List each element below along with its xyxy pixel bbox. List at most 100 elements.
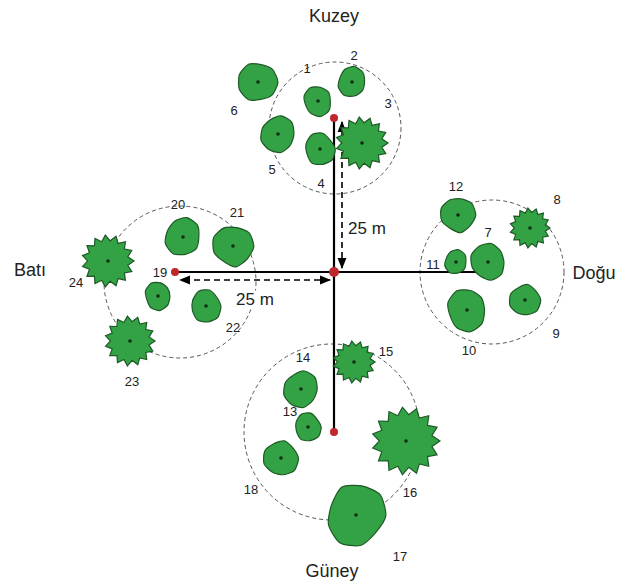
tree-number: 13 [283, 405, 297, 418]
tree-crown [338, 66, 364, 96]
tree-center [528, 226, 532, 230]
tree-crown [296, 413, 321, 441]
tree-center [231, 244, 235, 248]
tree-center [299, 387, 303, 391]
tree-crown [261, 116, 294, 153]
tree-center [256, 80, 260, 84]
plot-point [171, 268, 179, 276]
direction-label: Batı [14, 261, 46, 279]
tree-center [354, 513, 358, 517]
tree [338, 66, 364, 96]
tree-center [316, 99, 320, 103]
tree-number: 8 [553, 193, 560, 206]
tree-crown [145, 282, 169, 310]
tree-crown [441, 199, 476, 233]
tree [441, 199, 476, 233]
tree-crown [304, 87, 330, 117]
tree [261, 116, 294, 153]
tree-crown [165, 217, 199, 254]
dimension-label: 25 m [346, 220, 388, 237]
tree [337, 117, 388, 169]
tree-center [128, 339, 132, 343]
tree [296, 413, 321, 441]
axis-line [175, 271, 334, 273]
plot-point [329, 267, 339, 277]
tree-crown [328, 485, 386, 546]
tree-number: 24 [69, 276, 83, 289]
tree-number: 20 [171, 198, 185, 211]
tree [264, 441, 299, 475]
plot-point [330, 428, 338, 436]
tree-number: 11 [426, 258, 440, 271]
tree-number: 18 [244, 483, 258, 496]
tree [328, 485, 386, 546]
tree-crown [306, 133, 335, 165]
tree-number: 6 [230, 104, 237, 117]
tree-crown [373, 407, 440, 475]
tree-crown [238, 64, 277, 100]
tree-crown [337, 117, 388, 169]
tree [373, 407, 440, 475]
dimension-label: 25 m [234, 291, 276, 308]
axis-line [333, 272, 335, 432]
tree-center [523, 298, 527, 302]
axis-line [334, 271, 492, 273]
tree-number: 5 [268, 163, 275, 176]
tree-number: 19 [153, 266, 167, 279]
tree-crown [445, 250, 466, 274]
tree-center [404, 439, 408, 443]
tree [213, 227, 254, 267]
tree-number: 14 [296, 351, 310, 364]
tree [284, 371, 318, 408]
tree-number: 21 [230, 206, 244, 219]
tree [106, 316, 155, 366]
tree [238, 64, 277, 100]
tree-center [181, 235, 185, 239]
tree-center [454, 260, 458, 264]
axis-line [333, 118, 335, 272]
tree-number: 22 [226, 321, 240, 334]
tree-number: 12 [449, 180, 463, 193]
tree-number: 2 [350, 49, 357, 62]
tree-number: 4 [317, 177, 324, 190]
tree-center [306, 425, 310, 429]
tree-center [276, 132, 280, 136]
tree [510, 208, 550, 248]
tree-crown [510, 208, 550, 248]
tree-crown [471, 243, 504, 280]
tree-number: 16 [403, 486, 417, 499]
tree [471, 243, 504, 280]
tree-center [350, 80, 354, 84]
tree-center [352, 360, 356, 364]
dimension-arrow [180, 279, 330, 281]
tree-number: 23 [125, 375, 139, 388]
tree [333, 341, 375, 383]
tree-number: 9 [552, 327, 559, 340]
tree-crown [213, 227, 254, 267]
tree-center [204, 304, 208, 308]
tree-crown [284, 371, 318, 408]
tree [510, 284, 541, 314]
direction-label: Güney [305, 562, 358, 580]
direction-label: Kuzey [309, 7, 359, 25]
tree-center [156, 294, 160, 298]
tree-crown [106, 316, 155, 366]
tree [304, 87, 330, 117]
tree-center [318, 147, 322, 151]
tree-center [279, 456, 283, 460]
tree-crown [510, 284, 541, 314]
tree-center [486, 260, 490, 264]
tree-crown [83, 235, 134, 287]
tree [448, 290, 485, 332]
direction-label: Doğu [572, 264, 615, 282]
tree-center [360, 141, 364, 145]
tree-number: 15 [379, 345, 393, 358]
tree-crown [448, 290, 485, 332]
tree-number: 10 [462, 344, 476, 357]
tree [445, 250, 466, 274]
tree-number: 7 [484, 226, 491, 239]
tree-center [456, 213, 460, 217]
tree-number: 17 [393, 550, 407, 563]
tree-crown [264, 441, 299, 475]
tree-center [106, 259, 110, 263]
